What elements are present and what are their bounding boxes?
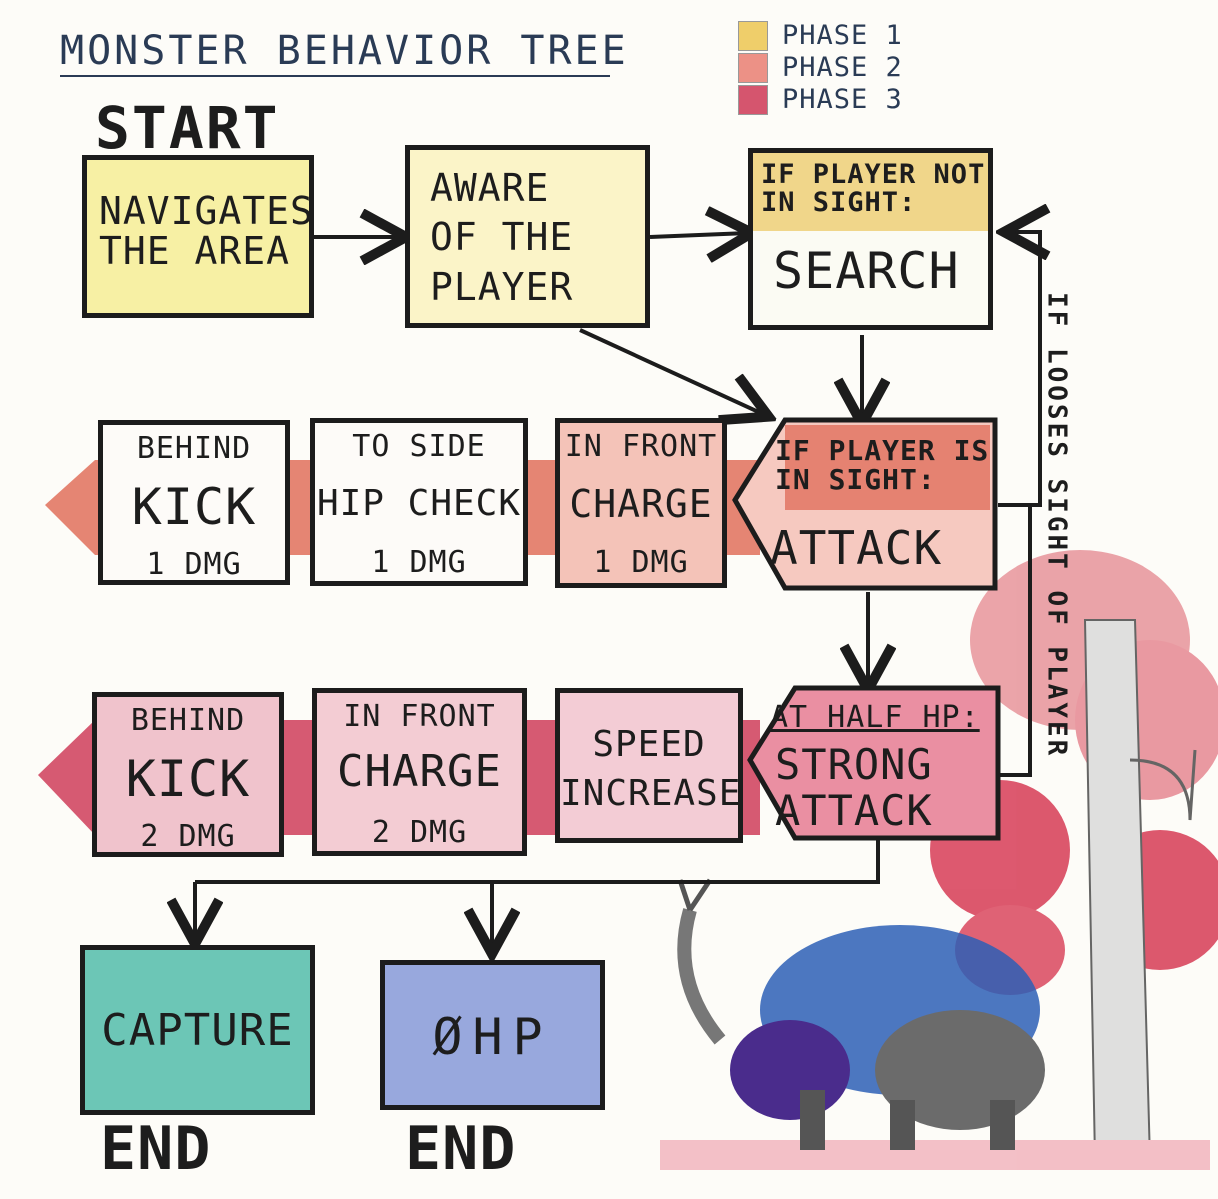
phase2-move-behind-damage: 1 DMG bbox=[146, 547, 242, 582]
node-aware: AWARE OF THE PLAYER bbox=[405, 145, 650, 328]
node-capture-label: CAPTURE bbox=[101, 1005, 294, 1056]
arrow-strong-to-ends bbox=[195, 840, 880, 884]
node-navigates-label: NAVIGATES THE AREA bbox=[99, 189, 314, 273]
phase3-move-front-move: CHARGE bbox=[337, 746, 502, 797]
node-search: IF PLAYER NOT IN SIGHT: SEARCH bbox=[748, 148, 993, 330]
phase3-move-front: IN FRONT CHARGE 2 DMG bbox=[312, 688, 527, 856]
node-strong-action: STRONG ATTACK bbox=[775, 740, 933, 836]
phase3-move-behind-damage: 2 DMG bbox=[140, 819, 236, 854]
phase2-move-behind-move: KICK bbox=[131, 478, 257, 536]
phase3-move-speed-move: SPEED INCREASE bbox=[560, 724, 742, 814]
phase3-move-behind: BEHIND KICK 2 DMG bbox=[92, 692, 284, 857]
phase2-move-side-damage: 1 DMG bbox=[371, 545, 467, 580]
node-attack-condition: IF PLAYER IS IN SIGHT: bbox=[775, 434, 990, 497]
strong-attack-node-shape bbox=[747, 685, 1001, 841]
node-aware-label: AWARE OF THE PLAYER bbox=[430, 166, 574, 309]
phase2-move-behind-position: BEHIND bbox=[136, 431, 252, 466]
phase2-move-front-position: IN FRONT bbox=[564, 429, 718, 464]
node-search-condition: IF PLAYER NOT IN SIGHT: bbox=[761, 159, 986, 219]
legend-swatch-phase1 bbox=[738, 21, 768, 51]
legend: PHASE 1 PHASE 2 PHASE 3 bbox=[738, 20, 903, 116]
loop-label: IF LOOSES SIGHT OF PLAYER bbox=[1041, 292, 1072, 759]
node-search-action: SEARCH bbox=[773, 242, 960, 300]
phase2-move-behind: BEHIND KICK 1 DMG bbox=[98, 420, 290, 585]
phase3-move-behind-position: BEHIND bbox=[130, 703, 246, 738]
node-attack-action: ATTACK bbox=[770, 521, 943, 575]
phase3-move-front-damage: 2 DMG bbox=[371, 815, 468, 850]
legend-label-phase1: PHASE 1 bbox=[782, 19, 903, 51]
phase3-move-speed: SPEED INCREASE bbox=[555, 688, 743, 843]
node-navigates: NAVIGATES THE AREA bbox=[82, 155, 314, 318]
node-search-condition-bg bbox=[753, 153, 988, 231]
node-zero-hp: ØHP bbox=[380, 960, 605, 1110]
attack-condition-bg bbox=[785, 425, 990, 510]
phase3-move-front-position: IN FRONT bbox=[343, 699, 496, 734]
start-label: START bbox=[95, 94, 280, 162]
page-title: MONSTER BEHAVIOR TREE bbox=[60, 28, 629, 74]
node-capture: CAPTURE bbox=[80, 945, 315, 1115]
phase2-move-side-position: TO SIDE bbox=[352, 429, 486, 464]
end-label-zero-hp: END bbox=[405, 1114, 517, 1184]
legend-swatch-phase2 bbox=[738, 53, 768, 83]
node-strong-condition: AT HALF HP: bbox=[770, 700, 980, 735]
legend-swatch-phase3 bbox=[738, 85, 768, 115]
monster-illustration bbox=[677, 878, 1045, 1150]
arrow-aware-to-search bbox=[649, 233, 748, 237]
arrow-loop-to-search bbox=[998, 232, 1040, 507]
legend-item-phase1: PHASE 1 bbox=[738, 20, 903, 52]
phase2-move-front-damage: 1 DMG bbox=[593, 545, 689, 580]
legend-item-phase2: PHASE 2 bbox=[738, 52, 903, 84]
legend-label-phase2: PHASE 2 bbox=[782, 51, 903, 83]
phase2-move-front-move: CHARGE bbox=[569, 482, 713, 526]
legend-label-phase3: PHASE 3 bbox=[782, 83, 903, 115]
end-label-capture: END bbox=[100, 1114, 212, 1184]
phase2-move-side: TO SIDE HIP CHECK 1 DMG bbox=[310, 418, 528, 586]
arrow-strong-to-loop bbox=[998, 505, 1032, 777]
tree-illustration bbox=[660, 550, 1218, 1170]
node-zero-hp-label: ØHP bbox=[432, 1008, 553, 1066]
legend-item-phase3: PHASE 3 bbox=[738, 84, 903, 116]
phase2-move-front: IN FRONT CHARGE 1 DMG bbox=[555, 418, 727, 588]
phase2-move-side-move: HIP CHECK bbox=[316, 483, 522, 524]
arrow-aware-to-attack bbox=[579, 328, 765, 415]
phase3-move-behind-move: KICK bbox=[125, 750, 251, 808]
